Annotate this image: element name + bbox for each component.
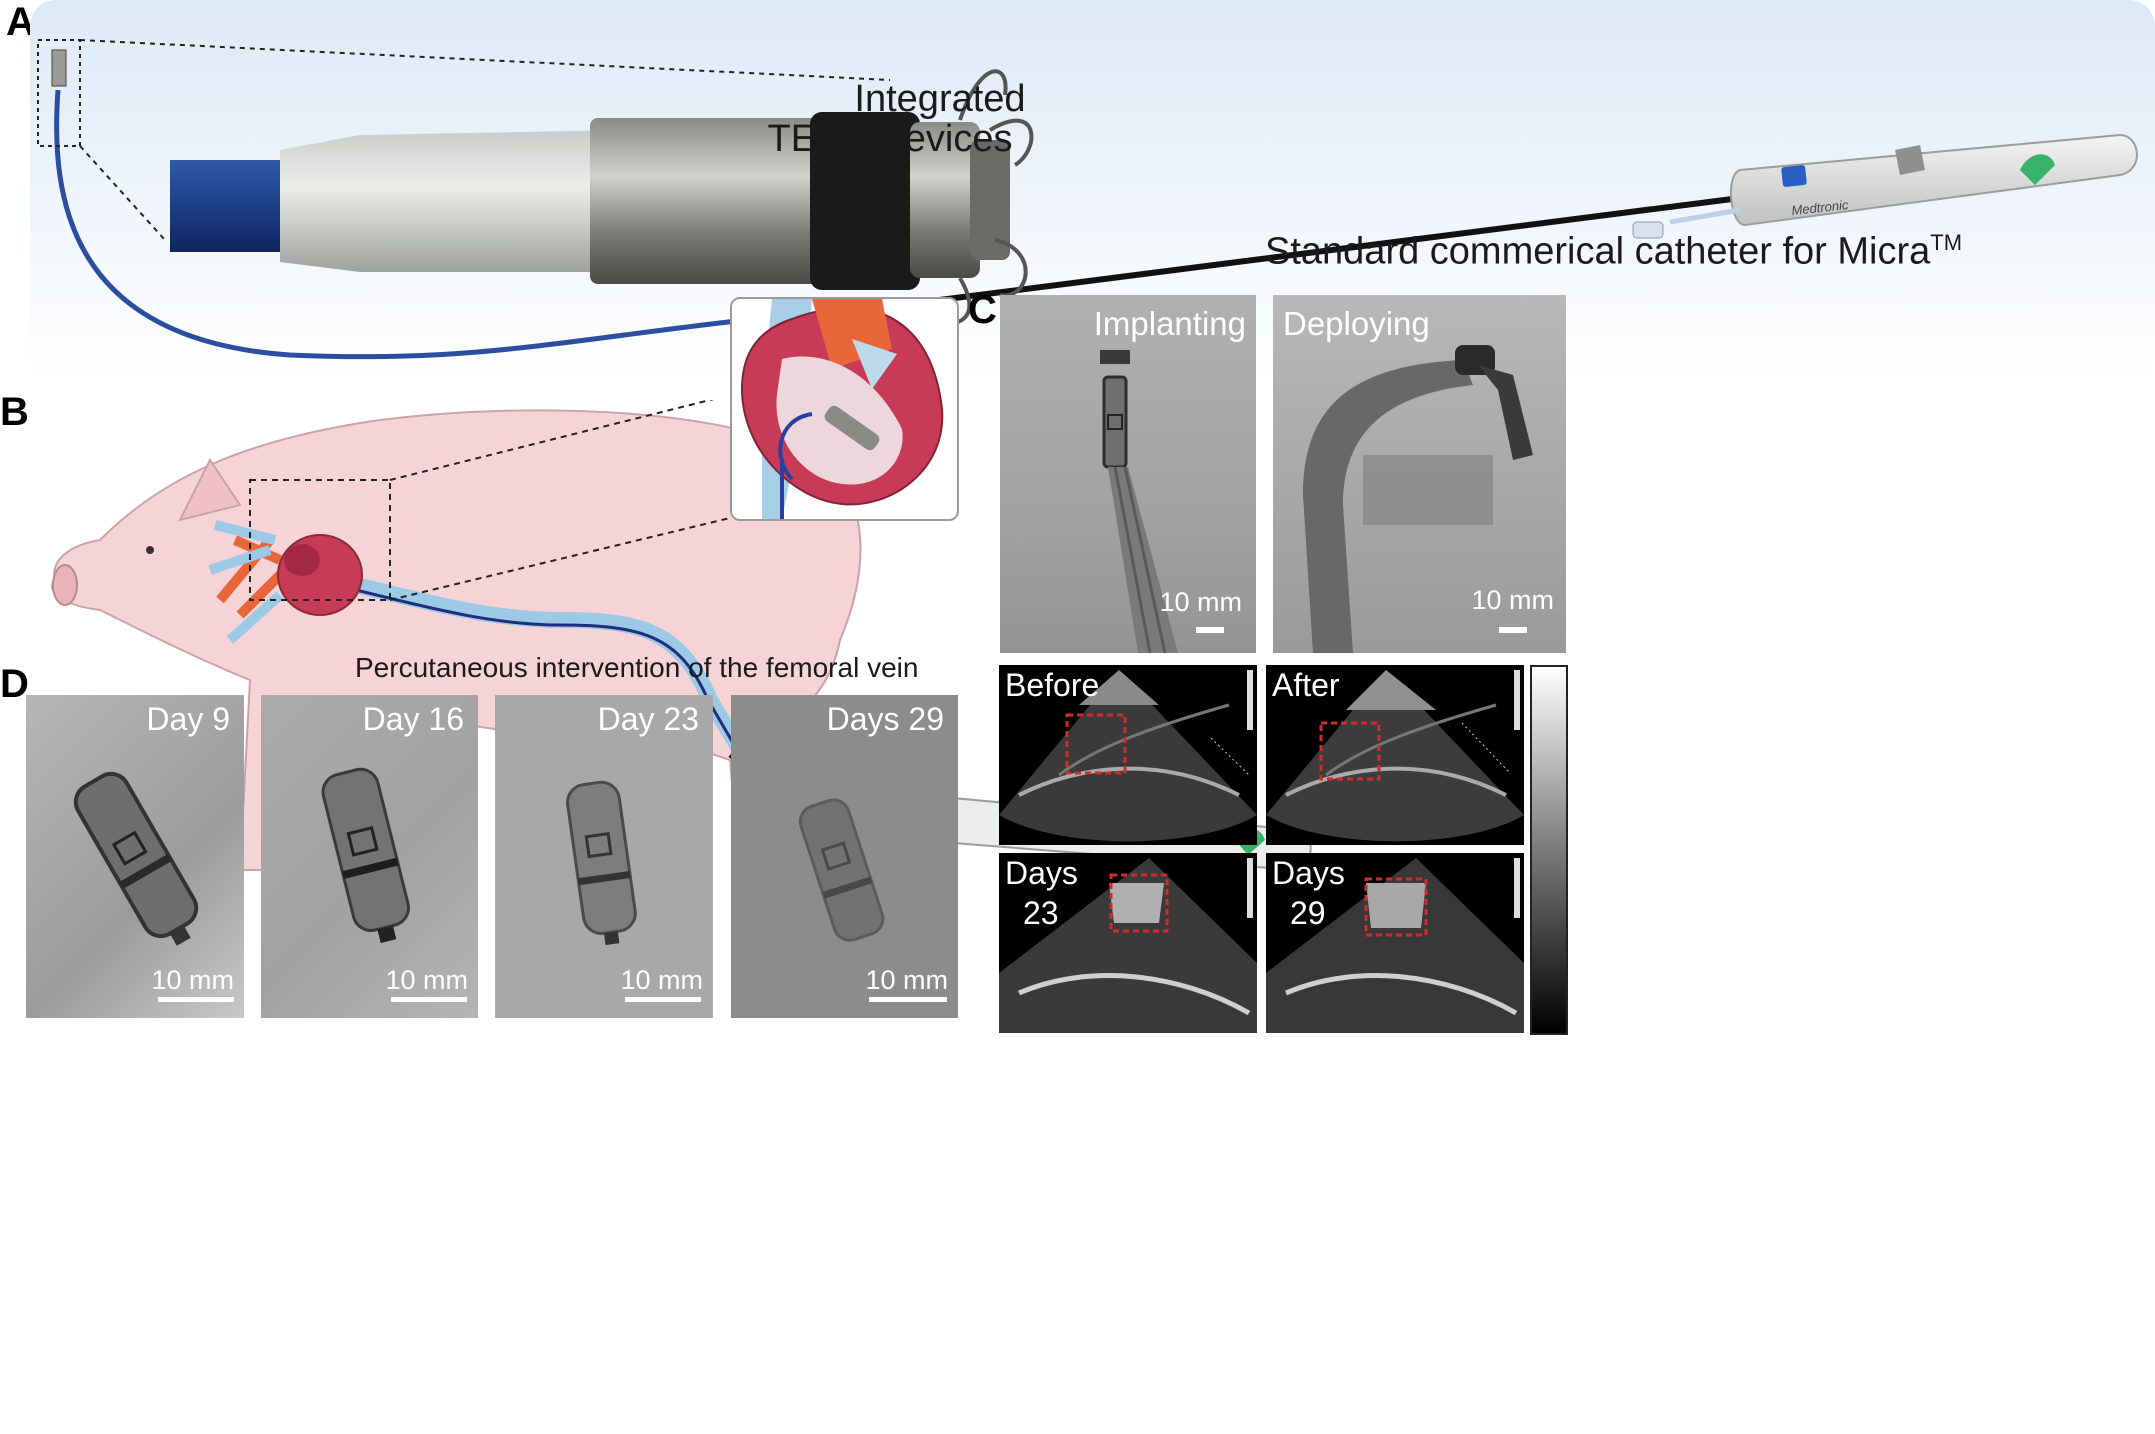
panel-letter-d: D (0, 662, 29, 706)
echo-day23-label-line1: Days (1005, 855, 1078, 891)
xray-deploying: Deploying 10 mm (1273, 295, 1566, 653)
echo-day29: Days 29 (1266, 853, 1524, 1033)
xray-day9-scale: 10 mm (151, 965, 234, 995)
xray-implanting-label: Implanting (1093, 305, 1246, 342)
xray-day16: Day 16 10 mm (261, 695, 478, 1018)
xray-deploying-label: Deploying (1283, 305, 1430, 342)
panel-a-photo: Medtronic (30, 0, 2155, 380)
svg-text:Medtronic: Medtronic (1791, 197, 1850, 218)
xray-day23-label: Day 23 (597, 701, 699, 737)
heart-inset (730, 297, 959, 521)
catheter-label-sup: TM (1930, 230, 1963, 255)
panel-letter-b: B (0, 390, 29, 434)
echo-after-label: After (1272, 667, 1340, 703)
xray-deploying-scale: 10 mm (1471, 585, 1554, 615)
xray-day29-scale: 10 mm (865, 965, 948, 995)
panel-letter-c: C (968, 288, 997, 332)
echo-day29-label-line2: 29 (1290, 895, 1326, 931)
xray-implanting: Implanting 10 mm (1000, 295, 1256, 653)
echo-day23-label-line2: 23 (1023, 895, 1059, 931)
catheter-label-text: Standard commerical catheter for Micra (1265, 230, 1931, 273)
echo-after: After (1266, 665, 1524, 845)
xray-day16-label: Day 16 (362, 701, 464, 737)
xray-implanting-scale: 10 mm (1159, 587, 1242, 617)
xray-day9-label: Day 9 (146, 701, 230, 737)
xray-day16-scale: 10 mm (385, 965, 468, 995)
echo-before-label: Before (1005, 667, 1100, 703)
xray-day29-label: Days 29 (826, 701, 944, 737)
device-label-line2: TENG devices (767, 118, 1013, 160)
echo-before: Before (999, 665, 1257, 845)
xray-day23-scale: 10 mm (620, 965, 703, 995)
xray-day9: Day 9 10 mm (26, 695, 244, 1018)
femoral-caption: Percutaneous intervention of the femoral… (355, 652, 919, 683)
device-label-line1: Integrated (854, 78, 1026, 120)
catheter-label: Standard commerical catheter for MicraTM (1265, 230, 1962, 274)
echo-day23: Days 23 (999, 853, 1257, 1033)
xray-day23: Day 23 10 mm (495, 695, 713, 1018)
echo-day29-label-line1: Days (1272, 855, 1345, 891)
grayscale-colorbar (1530, 665, 1568, 1035)
xray-day29: Days 29 10 mm (731, 695, 958, 1018)
